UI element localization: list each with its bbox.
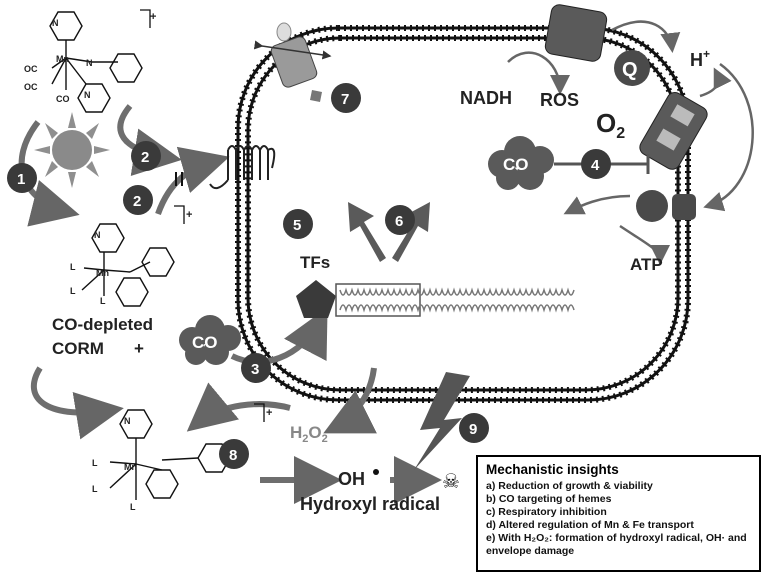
- bracket-bottom: [254, 403, 265, 422]
- mn-label-top: Mn: [56, 54, 69, 64]
- badge-3: 3: [241, 353, 271, 383]
- membrane-receptor: [209, 145, 276, 190]
- svg-text:4: 4: [591, 157, 600, 174]
- charge-bottom: +: [266, 407, 272, 419]
- bracket-mid: [174, 205, 185, 224]
- mn-carbonyl-complex: [49, 11, 143, 113]
- mn-label-mid: Mn: [96, 268, 109, 278]
- insight-c: c) Respiratory inhibition: [486, 506, 607, 518]
- skull-icon: ☠: [442, 469, 460, 493]
- co-depleted-label: CO-depleted: [52, 315, 153, 334]
- co-ligand-1: OC: [24, 64, 38, 74]
- svg-text:6: 6: [395, 213, 403, 230]
- insight-d: d) Altered regulation of Mn & Fe transpo…: [486, 519, 694, 531]
- badge-4: 4: [581, 149, 611, 179]
- badge-2a: 2: [131, 141, 161, 171]
- respiration-arrows: [507, 20, 754, 265]
- insights-title: Mechanistic insights: [486, 462, 619, 477]
- o2-label: O2: [596, 108, 625, 142]
- svg-text:2: 2: [141, 149, 149, 166]
- tf-pentagon: [296, 280, 336, 318]
- lightning-damage-icon: [414, 372, 470, 470]
- h-plus-label: H+: [690, 47, 710, 70]
- l-ligand-3: L: [100, 296, 106, 306]
- n-label-2: N: [86, 58, 93, 68]
- svg-text:5: 5: [293, 217, 301, 234]
- l-ligand-5: L: [92, 484, 98, 494]
- transporter: [253, 22, 332, 102]
- l-ligand-1: L: [70, 262, 76, 272]
- l-ligand-6: L: [130, 502, 136, 512]
- svg-text:8: 8: [229, 447, 237, 464]
- tf-activation-arrows: [348, 202, 430, 262]
- hydroxyl-radical-label: Hydroxyl radical: [300, 494, 440, 514]
- badge-7: 7: [331, 83, 361, 113]
- insights-list: a) Reduction of growth & viability b) CO…: [486, 480, 751, 558]
- co-cloud-left: [179, 315, 241, 365]
- tf-binding-box: [335, 283, 421, 317]
- badge-6: 6: [385, 205, 415, 235]
- insight-a: a) Reduction of growth & viability: [486, 480, 653, 492]
- q-label: Q: [622, 59, 638, 81]
- l-ligand-2: L: [70, 286, 76, 296]
- insight-b: b) CO targeting of hemes: [486, 493, 612, 505]
- mn-depleted-complex: [81, 223, 175, 307]
- radical-dot: [373, 469, 379, 475]
- atp-label: ATP: [630, 255, 663, 274]
- n-label-4: N: [94, 230, 101, 240]
- n-label-5: N: [124, 416, 131, 426]
- cytochrome-oxidase: [639, 91, 708, 170]
- q-pool: [614, 50, 650, 86]
- co-ligand-2: OC: [24, 82, 38, 92]
- l-ligand-4: L: [92, 458, 98, 468]
- atp-synthase: [636, 190, 696, 222]
- oh-label: OH: [338, 469, 365, 489]
- svg-text:3: 3: [251, 361, 259, 378]
- charge-mid: +: [186, 209, 192, 221]
- co-membrane-label: CO: [503, 155, 529, 174]
- n-label-3: N: [84, 90, 91, 100]
- bracket-top: [140, 9, 151, 28]
- svg-text:1: 1: [17, 171, 25, 188]
- badge-2b: 2: [123, 185, 153, 215]
- h2o2-label: H2O2: [290, 423, 328, 445]
- badge-8: 8: [219, 439, 249, 469]
- mn-label-bottom: Mn: [124, 462, 137, 472]
- badge-9: 9: [459, 413, 489, 443]
- corm-label: CORM: [52, 339, 104, 358]
- co-left-label: CO: [192, 333, 218, 352]
- dna-helix: [339, 287, 575, 313]
- svg-text:9: 9: [469, 421, 477, 438]
- co-ligand-3: CO: [56, 94, 70, 104]
- tfs-label: TFs: [300, 253, 330, 272]
- co-cloud-membrane: [488, 136, 554, 190]
- plus-label: +: [134, 339, 144, 358]
- mechanistic-insights-box: Mechanistic insights a) Reduction of gro…: [476, 455, 761, 572]
- ros-label: ROS: [540, 90, 579, 110]
- svg-text:7: 7: [341, 91, 349, 108]
- complex-i: [544, 4, 608, 62]
- n-label-1: N: [52, 18, 59, 28]
- light-sun-icon: [34, 112, 110, 188]
- svg-text:2: 2: [133, 193, 141, 210]
- charge-top: +: [150, 11, 156, 23]
- insight-e: e) With H₂O₂: formation of hydroxyl radi…: [486, 532, 747, 557]
- nadh-label: NADH: [460, 88, 512, 108]
- badge-5: 5: [283, 209, 313, 239]
- badge-1: 1: [7, 163, 37, 193]
- mn-bottom-complex: [109, 409, 231, 500]
